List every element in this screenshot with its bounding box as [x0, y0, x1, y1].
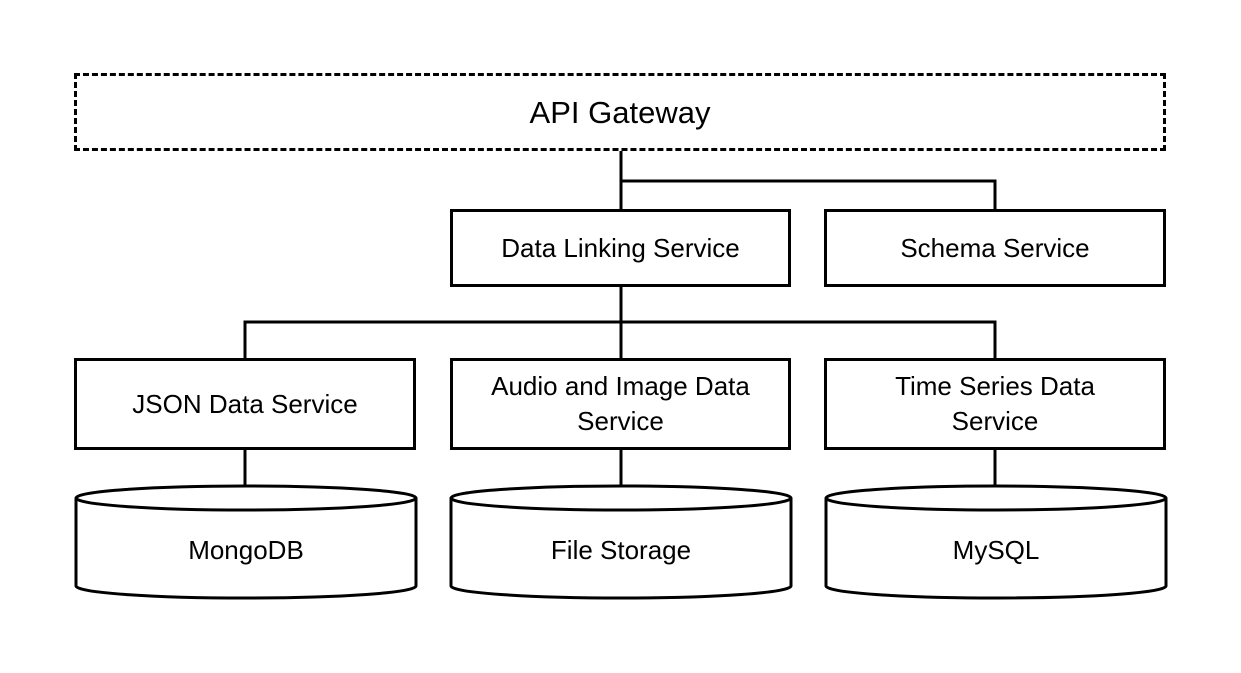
audio-image-data-service-label-line1: Audio and Image Data [491, 371, 750, 401]
schema-service-label: Schema Service [900, 232, 1090, 263]
mongodb-cylinder-icon [74, 484, 418, 600]
time-series-data-service-label-line1: Time Series Data [895, 371, 1095, 401]
mongodb-label: MongoDB [188, 534, 304, 565]
file-storage-cylinder-top [449, 497, 793, 512]
file-storage-cylinder-icon [449, 484, 793, 600]
api-gateway-label: API Gateway [529, 94, 711, 130]
mysql-label: MySQL [952, 534, 1040, 565]
schema-service-box: Schema Service [824, 209, 1166, 287]
data-linking-service-label: Data Linking Service [501, 232, 740, 263]
time-series-data-service-box: Time Series Data Service [824, 358, 1166, 450]
connector-gateway-schema [621, 179, 997, 211]
time-series-data-service-label-line2: Service [951, 406, 1039, 436]
audio-image-data-service-box: Audio and Image Data Service [450, 358, 791, 450]
api-gateway-box: API Gateway [74, 73, 1166, 151]
audio-image-data-service-label-line2: Service [577, 406, 664, 436]
mysql-cylinder-top [824, 497, 1168, 512]
data-linking-service-box: Data Linking Service [450, 209, 791, 287]
mysql-cylinder-icon [824, 484, 1168, 600]
connector-data-linking-time-series [621, 320, 997, 359]
json-data-service-label: JSON Data Service [132, 388, 358, 419]
file-storage-label: File Storage [550, 534, 692, 565]
json-data-service-box: JSON Data Service [74, 358, 416, 450]
connector-data-linking-json [243, 320, 621, 359]
mongodb-cylinder-top [74, 497, 418, 512]
